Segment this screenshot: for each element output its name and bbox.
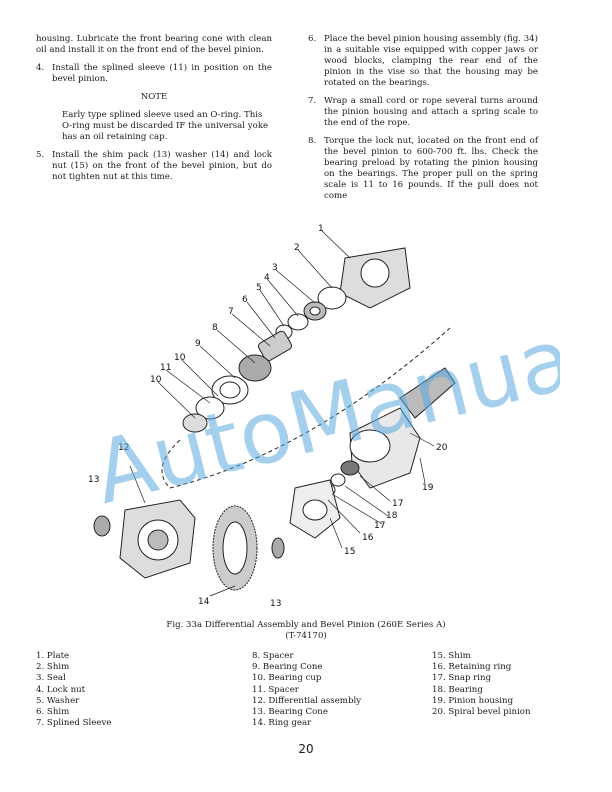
step-text: Place the bevel pinion housing assembly … <box>324 34 538 88</box>
callout-label: 6 <box>242 295 248 305</box>
spacer <box>195 396 225 420</box>
legend-item: 11. Spacer <box>252 684 299 695</box>
legend-item: 14. Ring gear <box>252 718 312 729</box>
callout-label: 19 <box>422 483 434 493</box>
callout-label: 13 <box>88 475 99 485</box>
callout-label: 17 <box>392 499 403 509</box>
note-body: Early type splined sleeve used an O-ring… <box>62 110 269 142</box>
callout-label: 13 <box>270 599 281 609</box>
step-number: 6. <box>308 34 317 44</box>
legend-item: 1. Plate <box>36 651 70 661</box>
callout-label: 5 <box>256 283 262 293</box>
callout-label: 8 <box>212 323 218 333</box>
step-text: Torque the lock nut, located on the fron… <box>324 136 538 201</box>
lock-nut <box>287 313 309 331</box>
legend-item: 18. Bearing <box>432 684 483 695</box>
bearing-cone-right <box>271 537 285 559</box>
note-heading: NOTE <box>140 92 168 102</box>
step-text: Install the shim pack (13) washer (14) a… <box>52 150 272 182</box>
step-6: 6. Place the bevel pinion housing assemb… <box>308 34 538 89</box>
page-number: 20 <box>298 742 314 756</box>
legend-item: 2. Shim <box>36 662 70 673</box>
callout-label: 16 <box>362 533 374 543</box>
step-5: 5. Install the shim pack (13) washer (14… <box>36 150 272 183</box>
legend-item: 9. Bearing Cone <box>252 662 323 673</box>
callout-label: 11 <box>160 363 171 373</box>
right-text-column: 6. Place the bevel pinion housing assemb… <box>308 34 538 209</box>
legend-item: 13. Bearing Cone <box>252 707 328 718</box>
callout-label: 14 <box>198 597 210 607</box>
bearing-cone-left <box>93 515 111 537</box>
callout-label: 10 <box>150 375 162 385</box>
bearing-cup-2 <box>182 413 208 433</box>
legend-column-1: 1. Plate 2. Shim 3. Seal 4. Lock nut 5. … <box>36 651 111 729</box>
splined-sleeve <box>257 330 293 362</box>
exploded-view-figure: 1 2 3 4 5 6 7 8 9 10 11 10 12 13 14 13 1… <box>88 224 456 609</box>
callout-label: 20 <box>436 443 448 453</box>
step-number: 4. <box>36 63 45 73</box>
legend-item: 17. Snap ring <box>432 673 492 684</box>
legend-item: 19. Pinion housing <box>432 695 514 706</box>
snap-ring <box>330 473 346 487</box>
callout-label: 3 <box>272 263 278 273</box>
callout-label: 4 <box>264 273 270 283</box>
callout-label: 12 <box>118 443 129 453</box>
legend-item: 8. Spacer <box>252 651 294 661</box>
callout-label: 17 <box>374 521 385 531</box>
legend-item: 7. Splined Sleeve <box>36 718 112 729</box>
legend-item: 4. Lock nut <box>36 684 86 695</box>
callout-label: 15 <box>344 547 355 557</box>
spiral-bevel-pinion <box>399 367 456 419</box>
bearing-cone <box>238 354 272 382</box>
callout-label: 2 <box>294 243 300 253</box>
legend-item: 10. Bearing cup <box>252 673 322 684</box>
callout-label: 7 <box>228 307 234 317</box>
continued-paragraph: housing. Lubricate the front bearing con… <box>36 34 272 55</box>
legend-column-3: 15. Shim 16. Retaining ring 17. Snap rin… <box>432 651 531 718</box>
left-text-column: housing. Lubricate the front bearing con… <box>36 34 272 190</box>
figure-reference: (T-74170) <box>285 631 327 641</box>
legend-item: 3. Seal <box>36 673 66 684</box>
shim-ring <box>317 286 347 310</box>
step-text: Install the splined sleeve (11) in posit… <box>52 63 272 84</box>
figure-caption: Fig. 33a Differential Assembly and Bevel… <box>166 620 446 630</box>
step-number: 8. <box>308 136 317 146</box>
bearing-right <box>340 460 360 476</box>
step-4: 4. Install the splined sleeve (11) in po… <box>36 63 272 85</box>
callout-label: 10 <box>174 353 186 363</box>
step-text: Wrap a small cord or rope several turns … <box>324 96 538 128</box>
callout-label: 1 <box>318 224 324 234</box>
legend-item: 5. Washer <box>36 695 80 706</box>
legend-item: 12. Differential assembly <box>252 695 362 706</box>
callout-label: 9 <box>195 339 201 349</box>
legend-item: 20. Spiral bevel pinion <box>432 707 531 718</box>
legend-item: 6. Shim <box>36 707 70 718</box>
callout-label: 18 <box>386 511 398 521</box>
assembly-path <box>161 327 451 489</box>
step-8: 8. Torque the lock nut, located on the f… <box>308 136 538 202</box>
step-number: 7. <box>308 96 317 106</box>
legend-item: 15. Shim <box>432 651 471 661</box>
step-7: 7. Wrap a small cord or rope several tur… <box>308 96 538 129</box>
legend-item: 16. Retaining ring <box>432 662 512 673</box>
step-number: 5. <box>36 150 45 160</box>
legend-column-2: 8. Spacer 9. Bearing Cone 10. Bearing cu… <box>252 651 361 729</box>
